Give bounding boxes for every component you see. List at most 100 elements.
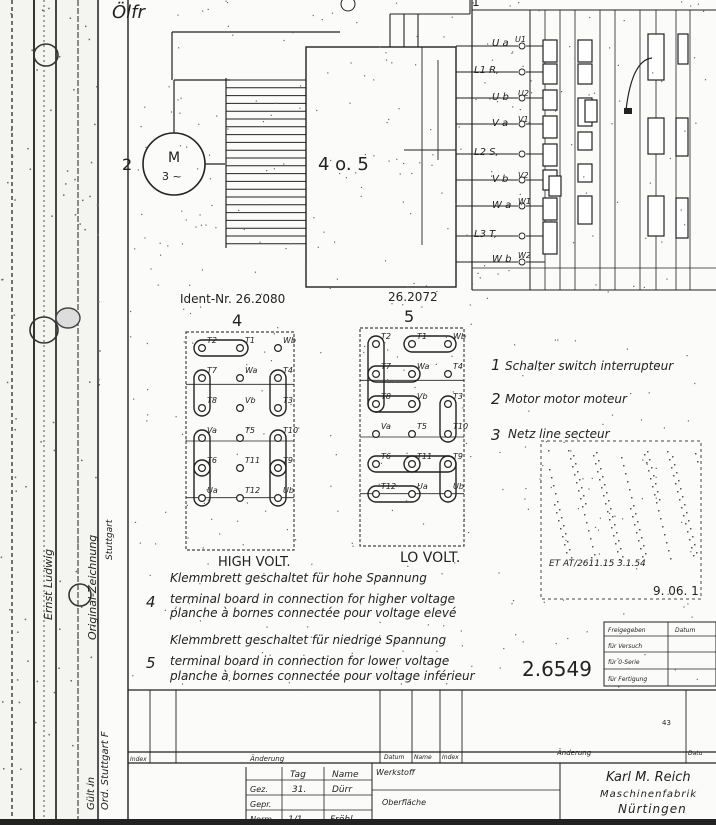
speckle-dot — [430, 129, 432, 131]
speckle-dot — [694, 382, 696, 385]
speckle-dot — [502, 488, 504, 491]
speckle-dot — [641, 498, 643, 500]
speckle-dot — [199, 620, 201, 622]
speckle-dot — [132, 675, 134, 677]
speckle-dot — [90, 161, 93, 164]
speckle-dot — [36, 69, 38, 71]
speckle-dot — [435, 363, 437, 365]
terminal-pin — [372, 400, 381, 409]
terminal-pin — [408, 490, 417, 499]
speckle-dot — [185, 439, 187, 441]
speckle-dot — [391, 62, 393, 64]
terminal-pin — [372, 490, 381, 499]
stamp-dot — [618, 540, 620, 542]
stamp-dot — [600, 468, 602, 470]
terminal-sub: V1 — [518, 115, 529, 124]
speckle-dot — [254, 271, 256, 273]
speckle-dot — [394, 381, 396, 383]
speckle-dot — [183, 308, 185, 310]
stamp-dot — [667, 451, 669, 453]
speckle-dot — [470, 456, 472, 458]
speckle-dot — [565, 539, 567, 542]
stamp-dot — [559, 509, 561, 511]
drawing-number: 2.6549 — [522, 657, 592, 681]
speckle-dot — [696, 678, 698, 680]
speckle-dot — [88, 584, 90, 587]
speckle-dot — [186, 504, 188, 506]
speckle-dot — [164, 609, 166, 611]
terminal-node — [518, 42, 526, 50]
speckle-dot — [499, 667, 501, 669]
terminal-pin-label: Ua — [207, 486, 218, 495]
terminal-pin-label: Ua — [417, 482, 428, 491]
terminal-pin — [444, 370, 453, 379]
stamp-dot — [656, 502, 658, 504]
speckle-dot — [540, 481, 542, 483]
stamp-dot — [637, 521, 639, 523]
speckle-dot — [695, 122, 697, 124]
speckle-dot — [255, 100, 257, 102]
terminal-pin — [444, 400, 453, 409]
speckle-dot — [185, 219, 187, 221]
speckle-dot — [403, 162, 405, 165]
speckle-dot — [195, 226, 197, 228]
stamp-dot — [654, 494, 656, 496]
speckle-dot — [644, 654, 646, 656]
speckle-dot — [263, 573, 265, 575]
speckle-dot — [239, 664, 241, 666]
speckle-dot — [691, 616, 693, 618]
terminal-pin — [444, 460, 453, 469]
speckle-dot — [557, 339, 559, 341]
speckle-dot — [418, 367, 420, 369]
stamp-dot — [590, 538, 592, 540]
speckle-dot — [304, 266, 307, 268]
speckle-dot — [583, 176, 585, 178]
speckle-dot — [189, 635, 191, 637]
speckle-dot — [228, 680, 230, 682]
speckle-dot — [471, 665, 473, 667]
speckle-dot — [27, 660, 29, 662]
speckle-dot — [77, 542, 79, 544]
speckle-dot — [25, 486, 27, 488]
speckle-dot — [398, 108, 400, 110]
speckle-dot — [609, 512, 611, 514]
stamp-dot — [599, 479, 601, 481]
speckle-dot — [97, 234, 99, 236]
jumper-link — [439, 455, 457, 503]
stamp-dot — [601, 487, 603, 489]
stamp-dot — [604, 484, 606, 486]
resistor-symbol — [577, 195, 593, 225]
speckle-dot — [432, 154, 434, 156]
switch-block — [305, 46, 457, 288]
speckle-dot — [385, 59, 388, 61]
speckle-dot — [10, 13, 12, 15]
speckle-dot — [538, 370, 540, 372]
board-right-number: 5 — [404, 307, 414, 326]
resistor-symbol — [647, 117, 665, 155]
speckle-dot — [243, 228, 245, 231]
stamp-dot — [659, 499, 661, 501]
speckle-dot — [562, 599, 565, 601]
speckle-dot — [232, 34, 234, 36]
speckle-dot — [491, 175, 493, 177]
stamp-dot — [623, 465, 625, 467]
speckle-dot — [642, 459, 644, 461]
speckle-dot — [657, 366, 659, 368]
terminal-pin — [274, 434, 283, 443]
terminal-pin-label: Vb — [417, 392, 428, 401]
terminal-pin-label: T4 — [453, 362, 463, 371]
speckle-dot — [538, 10, 540, 12]
speckle-dot — [400, 683, 402, 685]
stamp-dot — [576, 482, 578, 484]
stamp-dot — [634, 524, 636, 526]
stamp-dot — [557, 501, 559, 503]
speckle-dot — [468, 532, 470, 534]
revision-table: Index Änderung Datum Name Index Änderung… — [128, 689, 716, 764]
motor-symbol: 2 M 3 ~ — [122, 31, 340, 196]
speckle-dot — [146, 342, 148, 345]
stamp-dot — [566, 552, 568, 554]
stamp-dot — [549, 469, 551, 471]
speckle-dot — [320, 352, 322, 354]
